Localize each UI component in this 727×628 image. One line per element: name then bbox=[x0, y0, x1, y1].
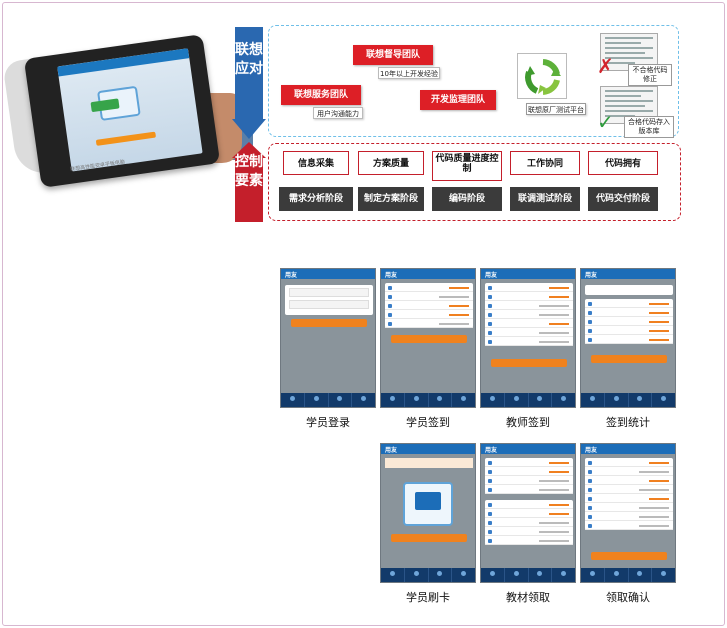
bottom-nav bbox=[381, 568, 475, 582]
device-topbar bbox=[57, 48, 190, 77]
phase-delivery: 代码交付阶段 bbox=[588, 187, 658, 211]
code-pass-label: 合格代码存入版本库 bbox=[624, 116, 674, 138]
label-teacher-signin: 教师签到 bbox=[506, 416, 550, 429]
phone-pickup-confirm: 用友 bbox=[580, 443, 676, 583]
bottom-nav bbox=[581, 568, 675, 582]
fail-x-icon: ✗ bbox=[597, 54, 614, 78]
teacher-signin-button[interactable] bbox=[491, 359, 567, 367]
code-screenshot-fail bbox=[600, 33, 658, 71]
phase-planning: 制定方案阶段 bbox=[358, 187, 424, 211]
label-card-swipe: 学员刷卡 bbox=[406, 591, 450, 604]
pass-check-icon: ✓ bbox=[597, 110, 614, 134]
app-logo: 用友 bbox=[485, 447, 498, 454]
login-form bbox=[285, 285, 373, 315]
recycle-icon bbox=[517, 53, 567, 99]
control-elements-label: 控制要素 bbox=[235, 154, 263, 189]
phone-signin-stats: 用友 bbox=[580, 268, 676, 408]
phone-student-signin: 用友 bbox=[380, 268, 476, 408]
stats-button[interactable] bbox=[591, 355, 667, 363]
control-collaboration: 工作协同 bbox=[510, 151, 580, 175]
label-student-signin: 学员签到 bbox=[406, 416, 450, 429]
team-service: 联想服务团队 bbox=[281, 85, 361, 105]
card-reader-icon bbox=[403, 482, 453, 526]
lenovo-response-box bbox=[268, 25, 679, 137]
swipe-button[interactable] bbox=[391, 534, 467, 542]
phone-student-login: 用友 bbox=[280, 268, 376, 408]
team-supervision: 联想督导团队 bbox=[353, 45, 433, 65]
password-input[interactable] bbox=[289, 300, 369, 309]
label-material-pickup: 教材领取 bbox=[506, 591, 550, 604]
username-input[interactable] bbox=[289, 288, 369, 297]
bottom-nav bbox=[381, 393, 475, 407]
control-elements-box bbox=[268, 143, 681, 221]
team-service-sub: 用户沟通能力 bbox=[313, 107, 363, 119]
confirm-button[interactable] bbox=[591, 552, 667, 560]
phase-testing: 联调测试阶段 bbox=[510, 187, 580, 211]
stats-search[interactable] bbox=[585, 285, 673, 295]
device-button bbox=[95, 131, 157, 146]
label-student-login: 学员登录 bbox=[306, 416, 350, 429]
bottom-nav bbox=[481, 393, 575, 407]
stats-panel bbox=[585, 299, 673, 344]
phone-material-pickup: 用友 bbox=[480, 443, 576, 583]
phone-teacher-signin: 用友 bbox=[480, 268, 576, 408]
control-code-ownership: 代码拥有 bbox=[588, 151, 658, 175]
code-fail-label: 不合格代码修正 bbox=[628, 64, 672, 86]
bottom-nav bbox=[481, 568, 575, 582]
team-dev-supervision: 开发监理团队 bbox=[420, 90, 496, 110]
bottom-nav bbox=[281, 393, 375, 407]
app-logo: 用友 bbox=[285, 272, 298, 279]
phone-card-swipe: 用友 bbox=[380, 443, 476, 583]
team-supervision-sub: 10年以上开发经验 bbox=[378, 67, 440, 79]
app-logo: 用友 bbox=[385, 272, 398, 279]
test-platform-label: 联想原厂测试平台 bbox=[526, 103, 586, 115]
device-screen bbox=[57, 48, 203, 172]
app-logo: 用友 bbox=[385, 447, 398, 454]
lenovo-response-label: 联想应对 bbox=[235, 42, 263, 77]
label-pickup-confirm: 领取确认 bbox=[606, 591, 650, 604]
app-logo: 用友 bbox=[585, 447, 598, 454]
teacher-info-panel bbox=[485, 283, 573, 346]
signin-info-panel bbox=[385, 283, 473, 328]
control-plan-quality: 方案质量 bbox=[358, 151, 424, 175]
material-panel-2 bbox=[485, 500, 573, 545]
phase-coding: 编码阶段 bbox=[432, 187, 502, 211]
signin-button[interactable] bbox=[391, 335, 467, 343]
bottom-nav bbox=[581, 393, 675, 407]
control-elements-arrow: 控制要素 bbox=[232, 142, 266, 222]
material-panel-1 bbox=[485, 458, 573, 494]
control-info-collect: 信息采集 bbox=[283, 151, 349, 175]
control-code-quality: 代码质量进度控制 bbox=[432, 151, 502, 181]
confirm-panel bbox=[585, 458, 673, 530]
lenovo-response-arrow: 联想应对 bbox=[232, 27, 266, 140]
app-logo: 用友 bbox=[485, 272, 498, 279]
swipe-prompt-bar bbox=[385, 458, 473, 468]
label-signin-stats: 签到统计 bbox=[606, 416, 650, 429]
phase-requirements: 需求分析阶段 bbox=[279, 187, 353, 211]
login-button[interactable] bbox=[291, 319, 367, 327]
tablet-device-image: 联想高性能安卓平板电脑 bbox=[2, 34, 253, 193]
app-logo: 用友 bbox=[585, 272, 598, 279]
